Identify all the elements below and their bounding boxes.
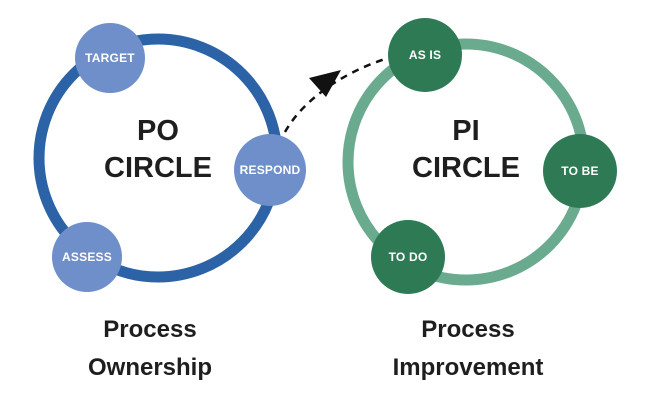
pi-node-as-is: AS IS — [388, 18, 462, 92]
po-title-line1: PO — [137, 115, 179, 147]
po-node-assess-label: ASSESS — [62, 250, 112, 264]
pi-caption-line2: Improvement — [393, 354, 544, 381]
po-title-line2: CIRCLE — [104, 152, 212, 184]
po-caption-line1: Process — [103, 316, 196, 343]
pi-circle-group: PI CIRCLE AS IS TO BE TO DO — [342, 18, 617, 294]
pi-node-as-is-label: AS IS — [409, 48, 441, 62]
pi-title-line2: CIRCLE — [412, 152, 520, 184]
pi-node-to-be: TO BE — [543, 134, 617, 208]
pi-node-to-do: TO DO — [371, 220, 445, 294]
pi-node-to-be-label: TO BE — [561, 164, 598, 178]
arrowhead-icon — [309, 70, 341, 97]
po-node-respond-label: RESPOND — [240, 163, 301, 177]
po-node-respond: RESPOND — [234, 134, 306, 206]
po-caption-line2: Ownership — [88, 354, 212, 381]
po-node-target-label: TARGET — [85, 51, 135, 65]
pi-title-line1: PI — [452, 115, 479, 147]
po-node-target: TARGET — [75, 23, 145, 93]
po-node-assess: ASSESS — [52, 222, 122, 292]
po-circle-group: PO CIRCLE TARGET RESPOND ASSESS — [33, 23, 306, 292]
pi-node-to-do-label: TO DO — [389, 250, 428, 264]
pi-caption-line1: Process — [421, 316, 514, 343]
